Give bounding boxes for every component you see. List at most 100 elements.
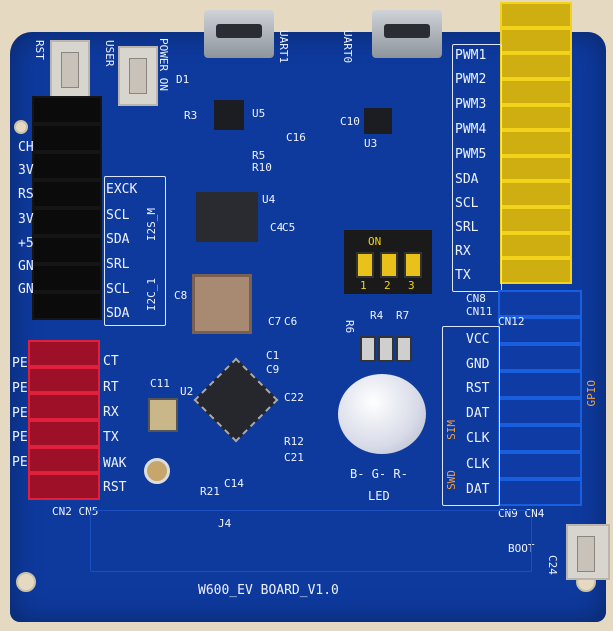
r10-label: R10 (252, 161, 272, 174)
side-label: RS (18, 187, 34, 202)
pin-label: SCL (455, 196, 479, 211)
pin-label: PWM1 (455, 48, 487, 63)
side-label: PE (12, 406, 28, 421)
c10-label: C10 (340, 115, 360, 128)
side-label: 3V (18, 212, 34, 227)
pin-label: SRL (106, 257, 130, 272)
cn2-cn5-label: CN2 CN5 (52, 505, 99, 518)
user-label: USER (103, 40, 116, 67)
dip-number: 3 (408, 279, 415, 292)
blue-pin-header[interactable] (498, 290, 582, 506)
pin-label: GND (466, 357, 490, 372)
side-label: PE (12, 455, 28, 470)
resistor (378, 336, 394, 362)
side-label: PE (12, 356, 28, 371)
rst-button[interactable] (50, 40, 90, 100)
resistor (360, 336, 376, 362)
antenna-connector[interactable] (144, 458, 170, 484)
i2s-group-label: I2S_M (145, 208, 158, 242)
pin-label: WAK (103, 456, 127, 471)
pin-label: SDA (106, 232, 130, 247)
d1-label: D1 (176, 73, 190, 86)
black-pin-header[interactable] (32, 96, 102, 320)
swd-label: SWD (445, 470, 458, 490)
pin-label: TX (455, 268, 471, 283)
pin-label: RST (103, 480, 127, 495)
c21-label: C21 (284, 451, 304, 464)
yellow-pin-header[interactable] (500, 2, 572, 284)
r7-label: R7 (396, 309, 410, 322)
pin-label: PWM5 (455, 147, 487, 162)
usb-port-uart0[interactable] (372, 10, 442, 58)
resistor (396, 336, 412, 362)
pin-label: DAT (466, 482, 490, 497)
mounting-hole (14, 120, 28, 134)
u4-regulator (196, 192, 258, 242)
pin-label: PWM4 (455, 122, 487, 137)
side-label: GN (18, 282, 34, 297)
yellow-label-box (452, 44, 502, 292)
cn9-cn4-label: CN9 CN4 (498, 507, 545, 520)
r12-label: R12 (284, 435, 304, 448)
u5-chip (214, 100, 244, 130)
pin-label: SDA (106, 306, 130, 321)
dip-on-label: ON (368, 235, 382, 248)
r3-label: R3 (184, 109, 198, 122)
pin-label: RT (103, 380, 119, 395)
dip-number: 1 (360, 279, 367, 292)
c8-label: C8 (174, 289, 188, 302)
side-label: CH (18, 140, 34, 155)
pin-label: CT (103, 354, 119, 369)
uart0-label: UART0 (341, 30, 354, 64)
pin-label: TX (103, 430, 119, 445)
dip-toggle-3[interactable] (404, 252, 422, 278)
j4-label: J4 (218, 517, 232, 530)
cn11-label: CN11 (466, 305, 493, 318)
pin-label: VCC (466, 332, 490, 347)
side-label: PE (12, 381, 28, 396)
c1-label: C1 (266, 349, 280, 362)
board-title: W600_EV BOARD_V1.0 (198, 583, 339, 598)
r4-label: R4 (370, 309, 384, 322)
user-button[interactable] (118, 46, 158, 106)
c4-label: C4 (270, 221, 284, 234)
pin-label: CLK (466, 457, 490, 472)
dip-toggle-2[interactable] (380, 252, 398, 278)
pin-label: PWM3 (455, 97, 487, 112)
side-label: 3V (18, 163, 34, 178)
c9-label: C9 (266, 363, 280, 376)
blue-label-box (442, 326, 500, 506)
sim-label: SIM (445, 420, 458, 440)
r21-label: R21 (200, 485, 220, 498)
red-pin-header[interactable] (28, 340, 100, 500)
pin-label: PWM2 (455, 72, 487, 87)
u3-chip (364, 108, 392, 134)
pin-label: CLK (466, 431, 490, 446)
pin-label: RST (466, 381, 490, 396)
dip-toggle-1[interactable] (356, 252, 374, 278)
led-label: LED (368, 489, 390, 503)
pin-label: EXCK (106, 182, 138, 197)
pin-label: RX (455, 244, 471, 259)
c7-label: C7 (268, 315, 282, 328)
pcb-antenna-area (90, 510, 532, 572)
cn12-label: CN12 (498, 315, 525, 328)
r6-label: R6 (343, 320, 356, 334)
i2c-group-label: I2C_1 (145, 278, 158, 312)
side-label: PE (12, 430, 28, 445)
rgb-led (338, 374, 426, 454)
c6-label: C6 (284, 315, 298, 328)
uart1-label: UART1 (277, 30, 290, 64)
u5-label: U5 (252, 107, 266, 120)
usb-port-uart1[interactable] (204, 10, 274, 58)
boot-button[interactable] (566, 524, 610, 580)
rst-label: RST (33, 40, 46, 60)
c14-label: C14 (224, 477, 244, 490)
pin-label: SDA (455, 172, 479, 187)
mounting-hole (16, 572, 36, 592)
u4-label: U4 (262, 193, 276, 206)
r5-label: R5 (252, 149, 266, 162)
power-on-label: POWER ON (157, 38, 170, 91)
pin-label: SCL (106, 208, 130, 223)
c16-label: C16 (286, 131, 306, 144)
